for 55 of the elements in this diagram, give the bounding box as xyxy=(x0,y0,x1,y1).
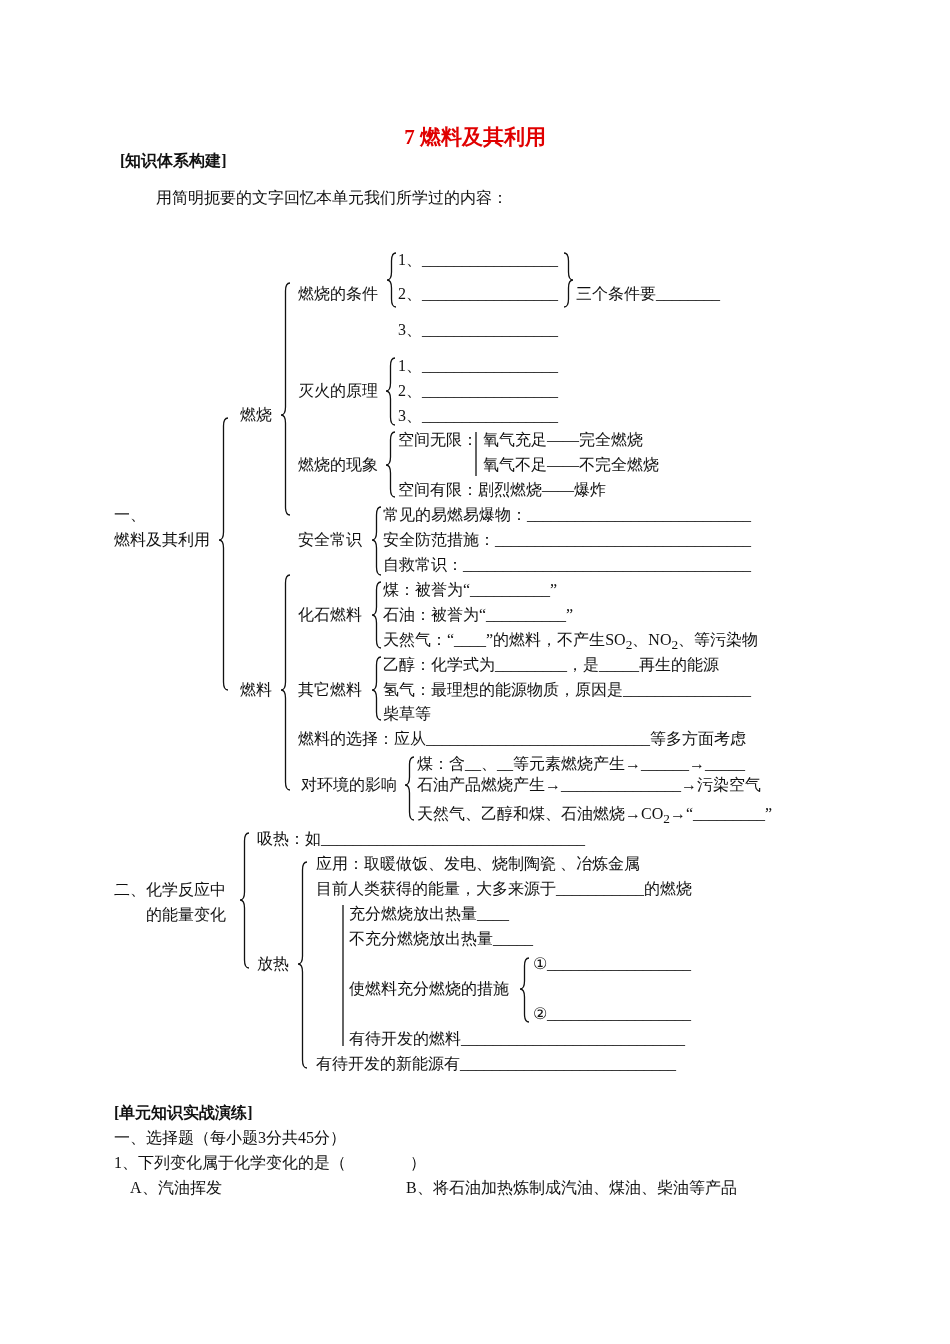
fill-in-item: 煤：被誉为“__________” xyxy=(383,581,558,599)
fill-in-item: 3、_________________ xyxy=(398,321,558,339)
note-text: 氧气不足——不完全燃烧 xyxy=(483,456,659,474)
topic-label: 燃料 xyxy=(240,681,272,699)
section-heading: [单元知识实战演练] xyxy=(114,1104,253,1122)
topic-label: 燃烧的条件 xyxy=(298,285,378,303)
fill-in-item: 1、_________________ xyxy=(398,357,558,375)
topic-label: 安全常识 xyxy=(298,531,362,549)
topic-label: 放热 xyxy=(257,955,289,973)
topic-label: 化石燃料 xyxy=(298,606,362,624)
fill-in-item: 3、_________________ xyxy=(398,407,558,425)
fill-in-item: 充分燃烧放出热量____ xyxy=(349,905,509,923)
fill-in-item: 三个条件要________ xyxy=(576,285,720,303)
fill-in-item: 燃料的选择：应从____________________________等多方面考虑 xyxy=(298,730,746,748)
topic-label: 其它燃料 xyxy=(298,681,362,699)
note-text: 氧气充足——完全燃烧 xyxy=(483,431,643,449)
note-text: 空间有限：剧烈燃烧——爆炸 xyxy=(398,481,606,499)
fill-in-item: 不充分燃烧放出热量_____ xyxy=(349,930,533,948)
fill-in-item: 2、_________________ xyxy=(398,285,558,303)
note-text: 柴草等 xyxy=(383,705,431,723)
fill-in-item: 石油产品燃烧产生→_______________→污染空气 xyxy=(417,776,761,794)
topic-label: 使燃料充分燃烧的措施 xyxy=(349,980,509,998)
topic-label: 灭火的原理 xyxy=(298,382,378,400)
fill-in-item: 2、_________________ xyxy=(398,382,558,400)
fill-in-item: 常见的易燃易爆物：____________________________ xyxy=(383,506,751,524)
page-title: 7 燃料及其利用 xyxy=(404,125,546,149)
topic-label: 二、化学反应中的能量变化 xyxy=(114,879,227,925)
answer-option: A、汽油挥发 xyxy=(130,1179,222,1197)
section-heading: [知识体系构建] xyxy=(120,152,227,170)
fill-in-item: ①__________________ xyxy=(533,955,691,973)
fill-in-item: 自救常识：____________________________________ xyxy=(383,556,751,574)
topic-label: 燃烧的现象 xyxy=(298,456,378,474)
fill-in-item: 目前人类获得的能量，大多来源于___________的燃烧 xyxy=(316,880,692,898)
topic-label: 对环境的影响 xyxy=(301,776,397,794)
fill-in-item: 石油：被誉为“__________” xyxy=(383,606,574,624)
question-group-heading: 一、选择题（每小题3分共45分） xyxy=(114,1129,346,1147)
note-text: 空间无限： xyxy=(398,431,478,449)
fill-in-item: 吸热：如_________________________________ xyxy=(257,830,585,848)
note-text: 应用：取暖做饭、发电、烧制陶瓷 、冶炼金属 xyxy=(316,855,640,873)
fill-in-item: 氢气：最理想的能源物质，原因是________________ xyxy=(383,681,751,699)
fill-in-item: ②__________________ xyxy=(533,1005,691,1023)
fill-in-item: 有待开发的燃料____________________________ xyxy=(349,1030,685,1048)
fill-in-item: 乙醇：化学式为_________，是_____再生的能源 xyxy=(383,656,719,674)
fill-in-item: 天然气、乙醇和煤、石油燃烧→CO$_{2}$→“_________” xyxy=(417,805,773,829)
answer-option: B、将石油加热炼制成汽油、煤油、柴油等产品 xyxy=(406,1179,737,1197)
fill-in-item: 有待开发的新能源有___________________________ xyxy=(316,1055,676,1073)
fill-in-item: 安全防范措施：________________________________ xyxy=(383,531,751,549)
fill-in-item: 天然气：“____”的燃料，不产生SO$_{2}$、NO$_{2}$、等污染物 xyxy=(383,631,759,655)
section-number: 一、 xyxy=(114,506,146,524)
fill-in-item: 1、_________________ xyxy=(398,251,558,269)
fill-in-item: 煤：含__、__等元素燃烧产生→______→_____ xyxy=(417,755,745,773)
topic-label: 燃料及其利用 xyxy=(114,531,210,549)
question-text: 1、下列变化属于化学变化的是（ ） xyxy=(114,1154,426,1172)
topic-label: 燃烧 xyxy=(240,406,272,424)
instruction-text: 用简明扼要的文字回忆本单元我们所学过的内容： xyxy=(156,189,508,207)
